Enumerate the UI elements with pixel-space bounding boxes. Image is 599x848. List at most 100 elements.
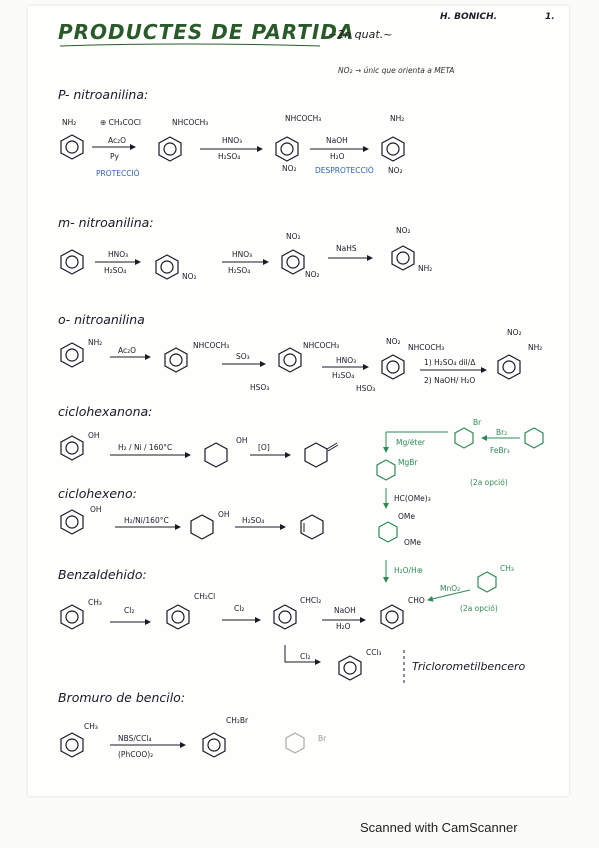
reagent-label: (PhCOO)₂ — [118, 750, 154, 759]
reagent-label: FeBr₃ — [490, 446, 510, 455]
group-label: NHCOCH₃ — [408, 343, 445, 352]
group-label: NHCOCH₃ — [285, 114, 322, 123]
group-label: CH₂Br — [226, 716, 249, 725]
reagent-label: HNO₃ — [232, 250, 253, 259]
page-subtitle: ~2n quat.~ — [328, 28, 393, 41]
group-label: NH₂ — [62, 118, 77, 127]
reagent-label: Py — [110, 152, 119, 161]
group-label: MgBr — [398, 458, 418, 467]
group-label: CH₃ — [88, 598, 102, 607]
section-heading-o-nitro: o- nitroanilina — [58, 312, 145, 327]
section-heading-ciclohexanona: ciclohexanona: — [58, 404, 153, 419]
reagent-label: Cl₂ — [124, 606, 135, 615]
group-label: NH₂ — [88, 338, 103, 347]
group-label: OH — [236, 436, 248, 445]
group-label: CHO — [408, 596, 425, 605]
group-label: NH₂ — [418, 264, 433, 273]
reagent-label: Ac₂O — [108, 136, 127, 145]
group-label: CH₃ — [500, 564, 514, 573]
reagent-label: NaOH — [326, 136, 348, 145]
reagent-label: NaOH — [334, 606, 356, 615]
section-heading-m-nitro: m- nitroanilina: — [58, 215, 154, 230]
meta-note: NO₂ → únic que orienta a META — [338, 66, 455, 75]
reagent-label: Ac₂O — [118, 346, 137, 355]
section-heading-p-nitro: P- nitroanilina: — [58, 87, 149, 102]
group-label: OMe — [404, 538, 421, 547]
reagent-label: HNO₃ — [222, 136, 243, 145]
reagent-label: H₂O — [336, 622, 351, 631]
reagent-label: H₂SO₄ — [332, 371, 355, 380]
group-label: OH — [88, 431, 100, 440]
section-heading-ciclohexeno: ciclohexeno: — [58, 486, 137, 501]
ciclohexeno-rings — [60, 509, 324, 540]
option-label: (2a opció) — [460, 604, 498, 613]
group-label: HSO₃ — [250, 383, 270, 392]
compound-name: Triclorometilbencero — [412, 660, 526, 673]
m-nitro-rings — [60, 245, 415, 280]
scanner-watermark: Scanned with CamScanner — [360, 820, 518, 835]
notebook-page — [28, 6, 569, 796]
reagent-label: H₂/Ni/160°C — [124, 516, 169, 525]
reagent-label: Br₂ — [496, 428, 508, 437]
reagent-label: H₂SO₄ — [228, 266, 251, 275]
benzaldehido-rings — [60, 604, 404, 681]
reagent-label: MnO₂ — [440, 584, 461, 593]
deprotection-label: DESPROTECCIÓ — [315, 166, 374, 175]
group-label: NO₂ — [388, 166, 403, 175]
reagent-label: Mg/éter — [396, 438, 426, 447]
section-heading-bromuro: Bromuro de bencilo: — [58, 690, 186, 705]
author-name: H. BONICH. — [440, 12, 498, 22]
reagent-label: H₂SO₄ — [218, 152, 241, 161]
reagent-label: [O] — [258, 443, 270, 452]
group-label: OH — [90, 505, 102, 514]
group-label: NH₂ — [528, 343, 543, 352]
reagent-label: HC(OMe)₃ — [394, 494, 431, 503]
group-label: NHCOCH₃ — [303, 341, 340, 350]
group-label: NHCOCH₃ — [172, 118, 209, 127]
reagent-label: H₂ / Ni / 160°C — [118, 443, 173, 452]
reagent-label: NaHS — [336, 244, 357, 253]
group-label: CH₃ — [84, 722, 98, 731]
group-label: NO₂ — [282, 164, 297, 173]
p-nitro-rings — [60, 134, 405, 162]
m-nitro-arrows — [95, 255, 373, 265]
group-label: NHCOCH₃ — [193, 341, 230, 350]
group-label: NO₂ — [182, 272, 197, 281]
green-route-drawings — [376, 427, 544, 602]
group-label: CHCl₂ — [300, 596, 322, 605]
reagent-label: HNO₃ — [336, 356, 357, 365]
page-title: PRODUCTES DE PARTIDA — [58, 20, 355, 44]
reagent-label: 1) H₂SO₄ dil/Δ — [424, 358, 476, 367]
reagent-label: H₂O — [330, 152, 345, 161]
reagent-label: NBS/CCl₄ — [118, 734, 152, 743]
p-nitro-arrows — [92, 144, 369, 152]
o-nitro-rings — [60, 342, 521, 380]
group-label: Br — [318, 734, 327, 743]
reagent-label: H₂O/H⊕ — [394, 566, 424, 575]
group-label: NO₂ — [305, 270, 320, 279]
group-label: OMe — [398, 512, 415, 521]
benzaldehido-arrows — [110, 617, 405, 684]
group-label: OH — [218, 510, 230, 519]
group-label: CCl₃ — [366, 648, 382, 657]
reagent-label: H₂SO₄ — [242, 516, 265, 525]
reagent-label: HNO₃ — [108, 250, 129, 259]
reagent-label: ⊕ CH₃COCl — [100, 118, 142, 127]
reagent-label: 2) NaOH/ H₂O — [424, 376, 476, 385]
protection-label: PROTECCIÓ — [96, 169, 140, 178]
reagent-label: Cl₂ — [234, 604, 245, 613]
group-label: NO₂ — [396, 226, 411, 235]
group-label: NO₂ — [286, 232, 301, 241]
reagent-label: H₂SO₄ — [104, 266, 127, 275]
group-label: Br — [473, 418, 482, 427]
group-label: HSO₃ — [356, 384, 376, 393]
section-heading-benzaldehido: Benzaldehido: — [58, 567, 147, 582]
option-label: (2a opció) — [470, 478, 508, 487]
ciclohexanona-rings — [60, 435, 339, 468]
group-label: NO₂ — [507, 328, 522, 337]
reagent-label: Cl₂ — [300, 652, 311, 661]
o-nitro-arrows — [110, 354, 487, 373]
group-label: NO₂ — [386, 337, 401, 346]
page-number: 1. — [545, 12, 555, 22]
